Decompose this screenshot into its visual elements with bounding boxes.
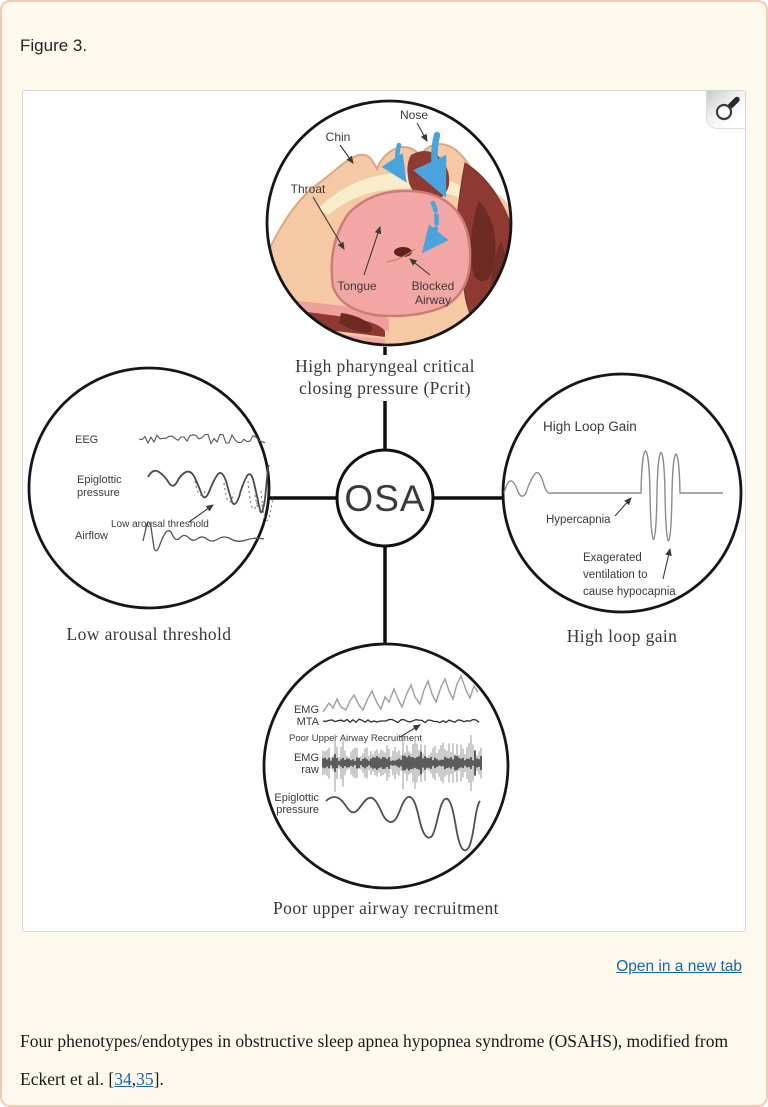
figure-box: Nose Chin Throat Tongue Blocked Airway H… bbox=[22, 90, 746, 932]
reference-link-34[interactable]: 34 bbox=[114, 1068, 132, 1089]
airflow-arrows-blue bbox=[381, 131, 449, 254]
node-bottom-recruitment: EMG MTA Poor Upper Airway Recruitment EM… bbox=[262, 642, 510, 918]
hypercapnia-arrow bbox=[614, 497, 632, 517]
poor-recruitment-annotation: Poor Upper Airway Recruitment bbox=[289, 733, 422, 744]
reference-link-35[interactable]: 35 bbox=[136, 1068, 154, 1089]
zoom-figure-button[interactable] bbox=[706, 91, 745, 129]
poor-recruitment-arrow bbox=[399, 724, 421, 738]
osa-label: OSA bbox=[344, 478, 425, 519]
label-emg-mta-2: MTA bbox=[297, 716, 320, 728]
label-bottom-epiglottic-2: pressure bbox=[276, 804, 319, 816]
blocked-airway-notch bbox=[394, 247, 412, 257]
epiglottic-dotted-dips bbox=[194, 480, 274, 522]
node-top-anatomy: Nose Chin Throat Tongue Blocked Airway H… bbox=[265, 99, 513, 398]
label-tongue: Tongue bbox=[337, 279, 377, 293]
label-epiglottic-1: Epiglottic bbox=[77, 474, 122, 486]
top-caption-line2: closing pressure (Pcrit) bbox=[299, 378, 471, 398]
bottom-epiglottic-trace bbox=[325, 796, 481, 852]
bottom-circle-outline bbox=[262, 642, 510, 890]
label-nose: Nose bbox=[400, 108, 428, 122]
label-blocked: Blocked bbox=[412, 279, 455, 293]
top-circle-outline bbox=[265, 99, 513, 347]
pharynx-dark-fold bbox=[470, 201, 496, 282]
label-emg-raw-1: EMG bbox=[294, 752, 319, 764]
exagerated-line1: Exagerated bbox=[583, 552, 642, 564]
exagerated-line3: cause hypocapnia bbox=[583, 586, 676, 598]
label-chin: Chin bbox=[326, 130, 351, 144]
caption-separator: , bbox=[131, 1068, 137, 1089]
label-emg-raw-2: raw bbox=[301, 764, 319, 776]
loop-gain-trace bbox=[503, 450, 723, 542]
top-caption-line1: High pharyngeal critical bbox=[295, 356, 475, 376]
exagerated-line2: ventilation to bbox=[583, 569, 648, 581]
high-loop-gain-title: High Loop Gain bbox=[543, 419, 637, 434]
label-throat: Throat bbox=[291, 182, 326, 196]
left-caption: Low arousal threshold bbox=[67, 624, 232, 644]
low-arousal-annotation: Low arousal threshold bbox=[111, 519, 209, 530]
emg-raw-dark-band bbox=[322, 750, 482, 776]
caption-text-end: ]. bbox=[153, 1068, 164, 1089]
epiglottic-pressure-trace bbox=[147, 464, 270, 514]
hypercapnia-label: Hypercapnia bbox=[546, 514, 611, 526]
airflow-trace bbox=[142, 521, 265, 552]
emg-mta-envelope-trace bbox=[322, 674, 479, 713]
figure-caption: Four phenotypes/endotypes in obstructive… bbox=[20, 1022, 748, 1098]
exagerated-arrow bbox=[662, 547, 672, 580]
figure-title: Figure 3. bbox=[20, 36, 88, 55]
eeg-trace bbox=[138, 433, 266, 445]
epiglottis-line bbox=[386, 248, 416, 263]
label-bottom-epiglottic-1: Epiglottic bbox=[274, 792, 319, 804]
label-epiglottic-2: pressure bbox=[77, 487, 120, 499]
connector-lines bbox=[269, 347, 503, 645]
emg-mta-dark-trace bbox=[322, 718, 480, 724]
throat-blob bbox=[339, 313, 373, 333]
right-caption: High loop gain bbox=[567, 626, 678, 646]
node-center-osa: OSA bbox=[335, 448, 435, 548]
magnifier-icon bbox=[715, 96, 740, 121]
bottom-caption: Poor upper airway recruitment bbox=[273, 898, 499, 918]
low-arousal-arrow bbox=[188, 504, 214, 523]
osa-phenotypes-diagram: Nose Chin Throat Tongue Blocked Airway H… bbox=[27, 99, 743, 918]
label-eeg: EEG bbox=[75, 434, 98, 446]
caption-text-start: Four phenotypes/endotypes in obstructive… bbox=[20, 1030, 729, 1089]
left-circle-outline bbox=[27, 366, 271, 610]
label-airway: Airway bbox=[415, 293, 451, 307]
node-left-low-arousal: EEG Epiglottic pressure Low arousal thre… bbox=[27, 366, 274, 644]
label-emg-mta-1: EMG bbox=[294, 704, 319, 716]
open-in-new-tab-link[interactable]: Open in a new tab bbox=[616, 958, 742, 975]
node-right-loop-gain: High Loop Gain Hypercapnia Exagerated ve… bbox=[501, 372, 743, 646]
label-airflow: Airflow bbox=[75, 530, 108, 542]
anatomy-label-arrows bbox=[312, 122, 431, 276]
